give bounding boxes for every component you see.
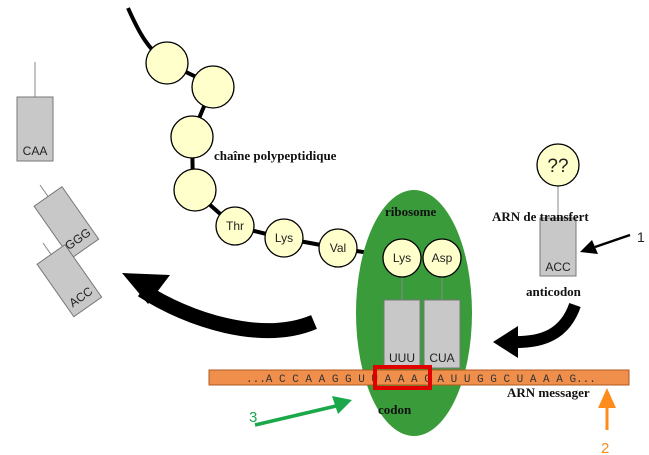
trna-site-2: CUA Asp: [422, 238, 462, 369]
free-trna: ACC ??: [536, 143, 580, 277]
pointer-arrow-2: 2: [598, 388, 616, 455]
svg-text:Thr: Thr: [226, 219, 244, 233]
aa-thr: Thr: [215, 206, 255, 246]
svg-text:CAA: CAA: [23, 144, 48, 158]
svg-text:Lys: Lys: [393, 251, 411, 265]
aa-lys: Lys: [264, 218, 304, 258]
trna-site-1: UUU Lys: [382, 238, 422, 369]
svg-text:1: 1: [637, 229, 645, 245]
svg-text:Asp: Asp: [432, 251, 453, 265]
mrna-label: ARN messager: [507, 385, 590, 400]
chain-label: chaîne polypeptidique: [214, 148, 337, 163]
svg-text:UUU: UUU: [389, 351, 415, 365]
mrna-strand: [208, 369, 630, 386]
released-trna-1: CAA: [16, 62, 54, 162]
svg-text:Val: Val: [330, 241, 346, 255]
pointer-arrow-1: 1: [580, 229, 645, 254]
codon-highlight-box: [373, 365, 432, 390]
svg-text:ACC: ACC: [545, 260, 571, 274]
svg-text:2: 2: [601, 440, 609, 455]
released-trna-3: ACC: [36, 242, 103, 318]
ribosome-label: ribosome: [385, 204, 437, 219]
amino-acid-bead: [173, 168, 217, 212]
amino-acid-bead: [145, 41, 189, 85]
trna-label: ARN de transfert: [492, 209, 589, 224]
aa-val: Val: [318, 228, 358, 268]
svg-text:3: 3: [249, 409, 257, 426]
pointer-arrow-3: 3: [249, 396, 352, 427]
mrna-sequence: ...A C C A A G G U U A A A G A U U G G C…: [246, 374, 596, 386]
svg-text:Lys: Lys: [275, 231, 293, 245]
anticodon-label: anticodon: [526, 284, 582, 299]
amino-acid-bead: [170, 115, 214, 159]
entry-arrow: [493, 302, 581, 358]
svg-text:CUA: CUA: [429, 351, 454, 365]
release-arrow: [122, 273, 317, 339]
codon-label: codon: [378, 402, 412, 417]
amino-acid-bead: [191, 65, 235, 109]
chain-beads: [145, 41, 235, 212]
svg-text:??: ??: [547, 156, 568, 177]
